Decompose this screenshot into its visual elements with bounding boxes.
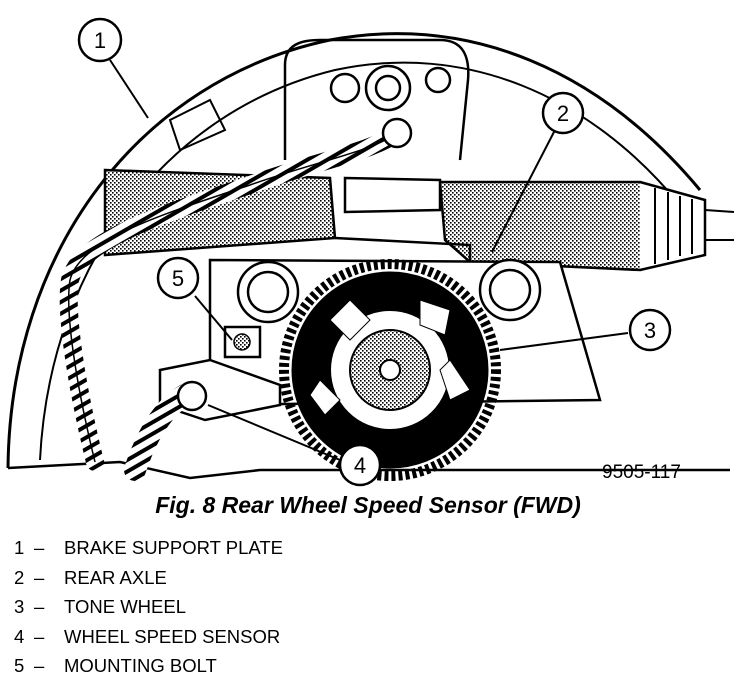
callout-2: 2 bbox=[541, 91, 585, 135]
legend-item-dash: – bbox=[34, 537, 45, 558]
legend-item-label: REAR AXLE bbox=[64, 566, 167, 588]
legend-item-number: 4 bbox=[14, 625, 25, 647]
sensor-cable-outline bbox=[68, 129, 401, 463]
legend-item-dash: – bbox=[34, 596, 45, 617]
callout-2-number: 2 bbox=[557, 101, 569, 126]
leader-lines bbox=[109, 59, 629, 461]
legend-item-dash: – bbox=[34, 655, 45, 676]
legend-item: 4–WHEEL SPEED SENSOR bbox=[14, 622, 283, 652]
parts-legend: 1–BRAKE SUPPORT PLATE 2–REAR AXLE 3–TONE… bbox=[14, 533, 283, 681]
tone-wheel bbox=[279, 259, 501, 481]
figure-caption: Fig. 8 Rear Wheel Speed Sensor (FWD) bbox=[155, 492, 581, 518]
legend-item-dash: – bbox=[34, 566, 45, 588]
legend-item: 1–BRAKE SUPPORT PLATE bbox=[14, 533, 283, 563]
callout-1: 1 bbox=[77, 17, 123, 63]
legend-item-number: 2 bbox=[14, 566, 25, 588]
legend-item: 5–MOUNTING BOLT bbox=[14, 651, 283, 681]
callout-4: 4 bbox=[338, 443, 382, 487]
legend-item-label: WHEEL SPEED SENSOR bbox=[64, 625, 281, 647]
mounting-boss bbox=[168, 38, 470, 161]
figure-code: 9505-117 bbox=[602, 462, 681, 483]
legend-item-number: 3 bbox=[14, 596, 25, 617]
legend-item: 2–REAR AXLE bbox=[14, 563, 283, 593]
legend-item-label: TONE WHEEL bbox=[64, 596, 186, 617]
wheel-speed-sensor-illustration: 1 2 3 4 5 9505-117 bbox=[6, 17, 735, 487]
callout-4-number: 4 bbox=[354, 453, 366, 478]
legend-item-number: 1 bbox=[14, 537, 25, 558]
sensor-head bbox=[176, 380, 208, 412]
legend-item-label: BRAKE SUPPORT PLATE bbox=[64, 537, 283, 558]
legend-item: 3–TONE WHEEL bbox=[14, 592, 283, 622]
callout-5-number: 5 bbox=[172, 266, 184, 291]
callout-3: 3 bbox=[628, 308, 672, 352]
legend-item-label: MOUNTING BOLT bbox=[64, 655, 217, 676]
legend-item-number: 5 bbox=[14, 655, 25, 676]
sensor-cable-lower bbox=[124, 384, 196, 481]
legend-item-dash: – bbox=[34, 625, 45, 647]
callout-5: 5 bbox=[156, 256, 200, 300]
callout-1-number: 1 bbox=[94, 28, 106, 53]
callout-3-number: 3 bbox=[644, 318, 656, 343]
cable-grommet bbox=[381, 117, 413, 149]
rear-axle bbox=[103, 168, 735, 272]
